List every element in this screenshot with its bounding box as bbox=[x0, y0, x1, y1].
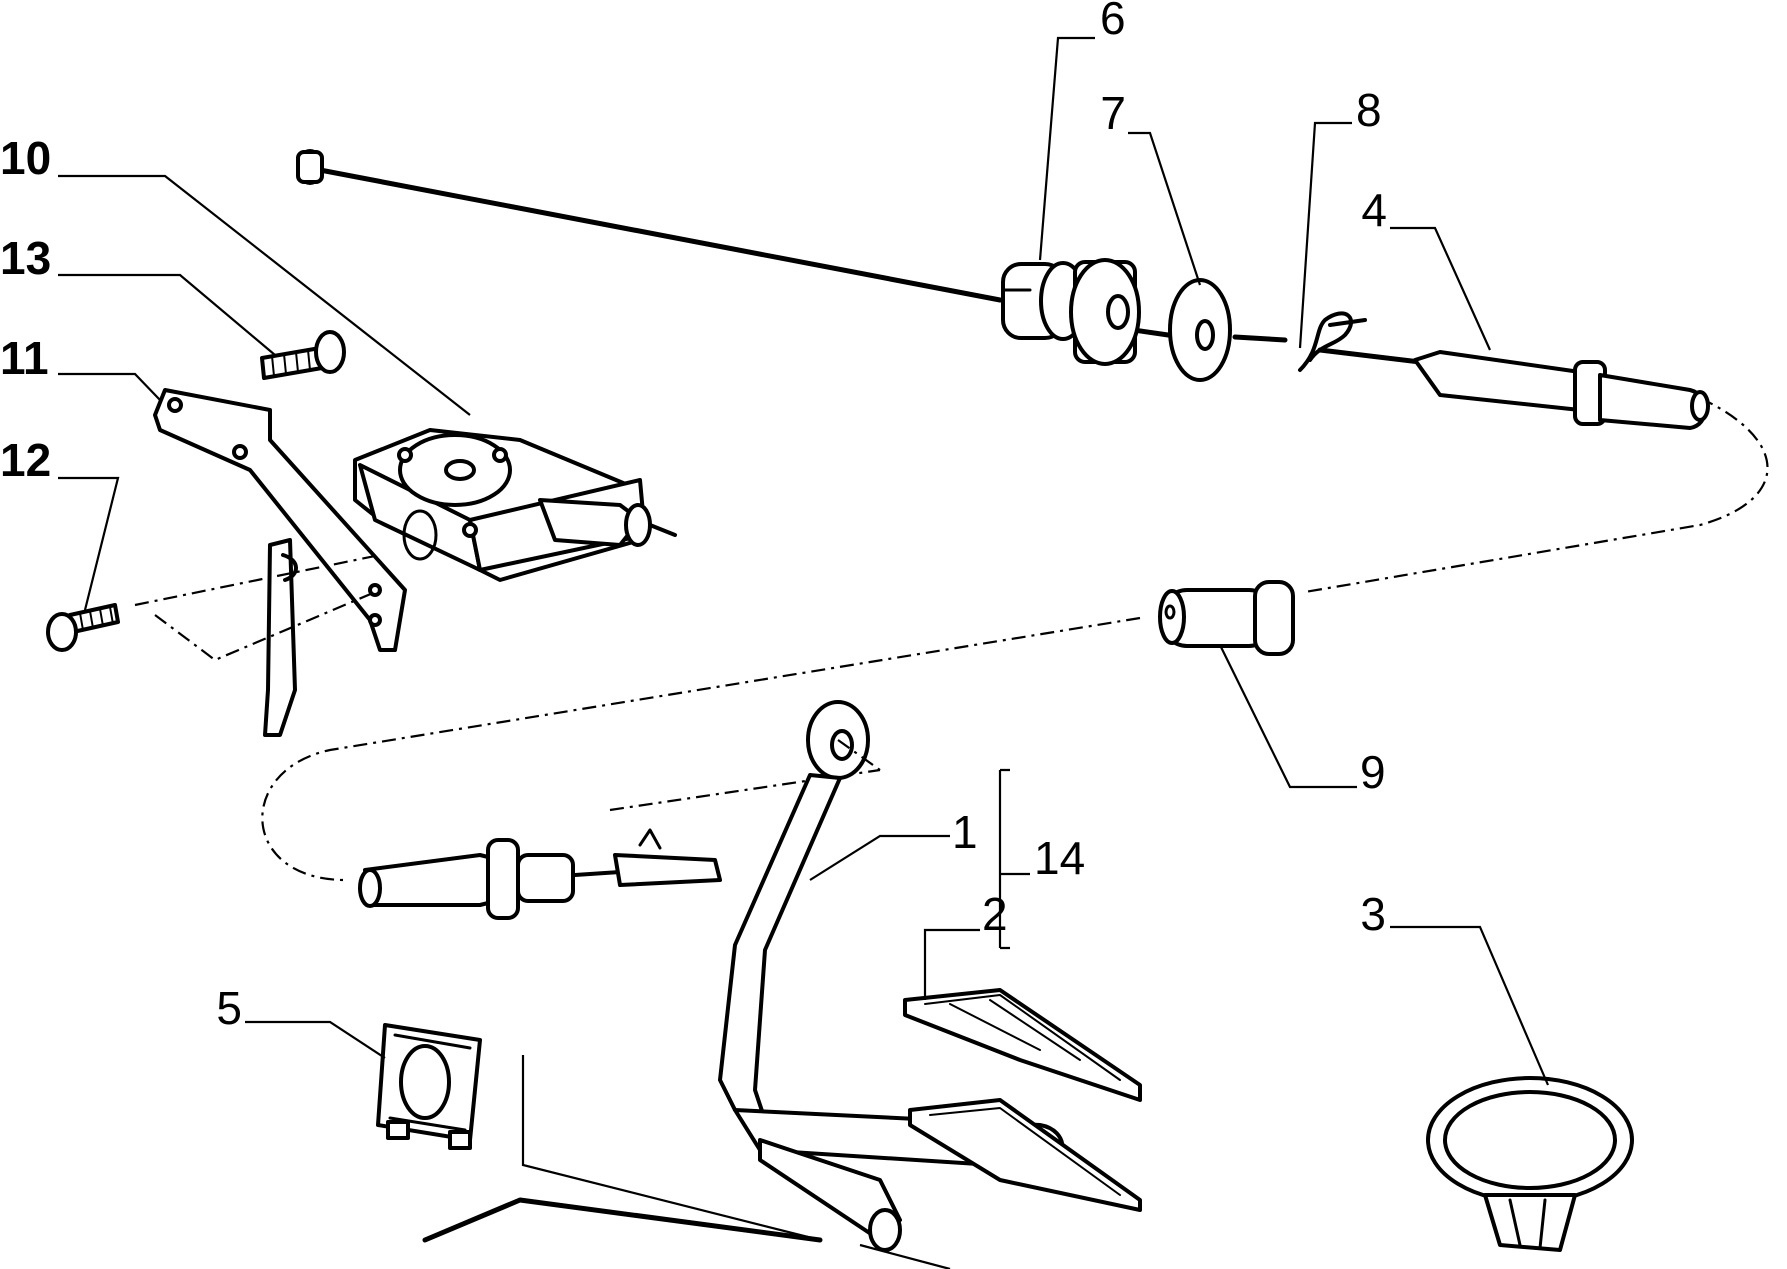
callout-3: 3 bbox=[1360, 888, 1386, 940]
callout-7: 7 bbox=[1100, 87, 1126, 139]
callout-12: 12 bbox=[0, 434, 51, 486]
clip-part-5 bbox=[376, 1023, 482, 1150]
assembly-lines bbox=[422, 1055, 951, 1269]
cable-end-connector bbox=[358, 828, 722, 920]
callout-10: 10 bbox=[0, 132, 51, 184]
callout-6: 6 bbox=[1100, 0, 1126, 44]
callout-2: 2 bbox=[982, 888, 1008, 940]
pedal-box-part-10 bbox=[353, 428, 677, 582]
grommet-part-6 bbox=[1001, 258, 1141, 366]
pedal-pad-part-2 bbox=[903, 988, 1142, 1212]
washer-part-7 bbox=[1168, 278, 1232, 382]
callout-5: 5 bbox=[216, 982, 242, 1034]
callout-1: 1 bbox=[952, 806, 978, 858]
inner-cable-wire bbox=[296, 149, 1423, 365]
callout-14: 14 bbox=[1034, 832, 1085, 884]
callout-4: 4 bbox=[1361, 184, 1387, 236]
callout-13: 13 bbox=[0, 232, 51, 284]
cable-route bbox=[261, 397, 1769, 882]
bolt-part-12 bbox=[46, 603, 120, 652]
leader-lines bbox=[58, 36, 1550, 1086]
bracket-lever-part-11 bbox=[153, 388, 407, 737]
plug-part-3 bbox=[1426, 1076, 1634, 1252]
cable-sleeve-part-4 bbox=[1413, 350, 1710, 430]
callout-labels: 1 2 3 4 5 6 7 8 9 10 11 12 13 14 bbox=[0, 0, 1387, 1034]
sleeve-part-9 bbox=[1158, 580, 1295, 656]
clip-part-8 bbox=[1298, 311, 1367, 372]
bolt-part-13 bbox=[260, 330, 346, 380]
callout-11: 11 bbox=[0, 332, 49, 384]
callout-9: 9 bbox=[1360, 746, 1386, 798]
callout-8: 8 bbox=[1356, 84, 1382, 136]
